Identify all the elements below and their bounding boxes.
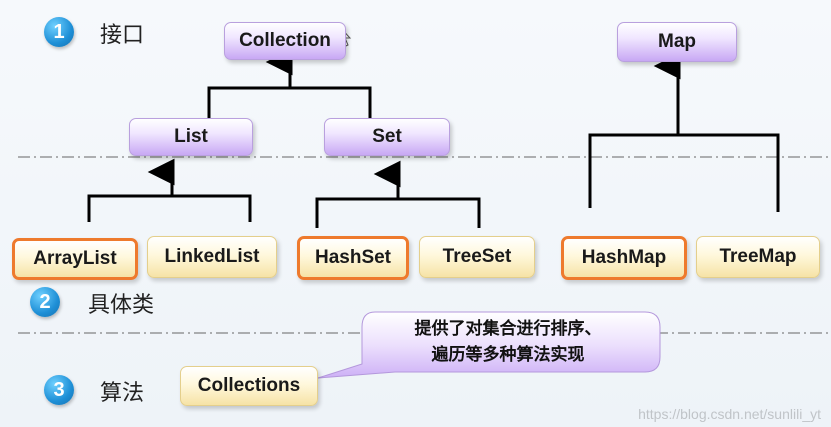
hashset-class-box: HashSet [297, 236, 409, 280]
section-label-interfaces: 接口 [100, 23, 145, 48]
list-inheritance [87, 158, 252, 222]
callout-line: 提供了对集合进行排序、 [414, 319, 602, 339]
section-label-classes: 具体类 [88, 293, 155, 318]
set-interface-box: Set [324, 118, 450, 156]
map-interface-box: Map [617, 22, 737, 62]
section-number-badge: 3 [44, 375, 74, 405]
set-inheritance [315, 160, 481, 228]
callout-line: 遍历等多种算法实现 [431, 345, 585, 365]
callout-bubble [317, 311, 661, 379]
callout-text: 提供了对集合进行排序、 遍历等多种算法实现 [358, 312, 658, 372]
section-label-algorithms: 算法 [100, 381, 145, 406]
treemap-class-box: TreeMap [696, 236, 820, 278]
watermark: https://blog.csdn.net/sunlili_yt [638, 406, 821, 422]
hashmap-class-box: HashMap [561, 236, 687, 280]
map-inheritance [588, 52, 780, 212]
linkedlist-class-box: LinkedList [147, 236, 277, 278]
list-interface-box: List [129, 118, 253, 156]
section-number-badge: 2 [30, 287, 60, 317]
arraylist-class-box: ArrayList [12, 238, 138, 280]
collection-inheritance [207, 48, 372, 118]
collection-interface-box: Collection [224, 22, 346, 60]
section-number-badge: 1 [44, 17, 74, 47]
collections-class-box: Collections [180, 366, 318, 406]
treeset-class-box: TreeSet [419, 236, 535, 278]
